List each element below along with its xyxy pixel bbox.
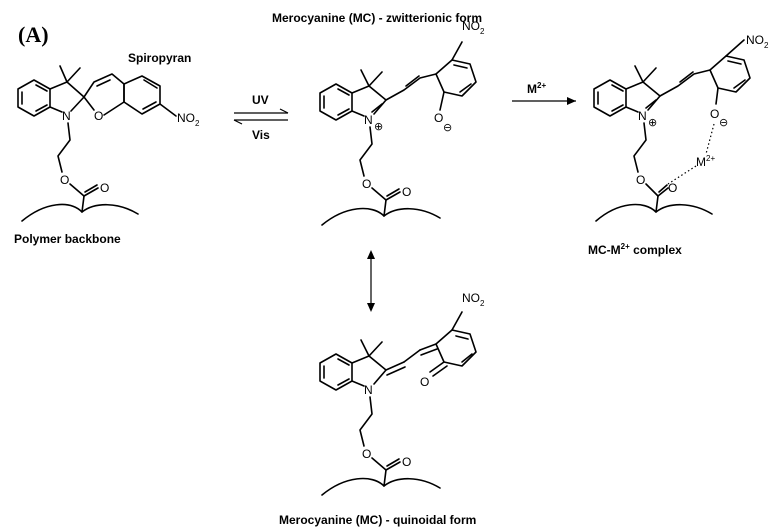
metal-binding-arrow: M2+: [512, 81, 576, 105]
complex-metal-ion: M2+: [696, 154, 715, 169]
mc-q-n-atom: N: [364, 383, 373, 397]
mc-zwitterionic-structure: N ⊕ NO2 O ⊖ O O: [319, 19, 485, 226]
mc-z-positive-charge: ⊕: [374, 121, 383, 133]
complex-positive-charge: ⊕: [648, 117, 657, 129]
mc-quinoidal-title: Merocyanine (MC) - quinoidal form: [279, 513, 476, 527]
mc-q-ester-carbonyl-o: O: [402, 455, 411, 469]
spiropyran-no2: NO2: [177, 111, 200, 128]
spiropyran-title: Spiropyran: [128, 51, 191, 65]
complex-phenolate-o: O: [710, 107, 719, 121]
spiropyran-ring-o: O: [94, 109, 103, 123]
spiropyran-structure: N O O O NO2: [17, 65, 200, 222]
mc-zwitterionic-title: Merocyanine (MC) - zwitterionic form: [272, 11, 482, 25]
uv-label: UV: [252, 93, 269, 107]
mc-z-negative-charge: ⊖: [443, 122, 452, 134]
mc-metal-complex-structure: N ⊕ NO2 O ⊖ M2+ O O: [593, 33, 769, 222]
complex-n-atom: N: [638, 109, 647, 123]
complex-ester-o: O: [636, 173, 645, 187]
metal-arrow-label: M2+: [527, 81, 546, 96]
mc-q-carbonyl-o: O: [420, 375, 429, 389]
complex-no2: NO2: [746, 33, 769, 50]
mc-z-n-atom: N: [364, 113, 373, 127]
mc-z-ester-o: O: [362, 177, 371, 191]
complex-label: MC-M2+ complex: [588, 242, 682, 257]
mc-q-no2: NO2: [462, 291, 485, 308]
mc-z-no2: NO2: [462, 19, 485, 36]
panel-label: (A): [18, 22, 49, 47]
vis-label: Vis: [252, 128, 270, 142]
mc-q-ester-o: O: [362, 447, 371, 461]
mc-z-phenolate-o: O: [434, 111, 443, 125]
polymer-backbone-label: Polymer backbone: [14, 232, 121, 246]
mc-quinoidal-structure: N NO2 O O O: [319, 291, 485, 496]
spiropyran-ester-o: O: [60, 173, 69, 187]
resonance-arrow: [367, 250, 375, 312]
complex-carbonyl-o: O: [668, 181, 677, 195]
mc-z-carbonyl-o: O: [402, 185, 411, 199]
complex-negative-charge: ⊖: [719, 117, 728, 129]
uv-vis-equilibrium-arrows: UV Vis: [233, 93, 289, 142]
spiropyran-carbonyl-o: O: [100, 181, 109, 195]
spiropyran-n-atom: N: [62, 109, 71, 123]
